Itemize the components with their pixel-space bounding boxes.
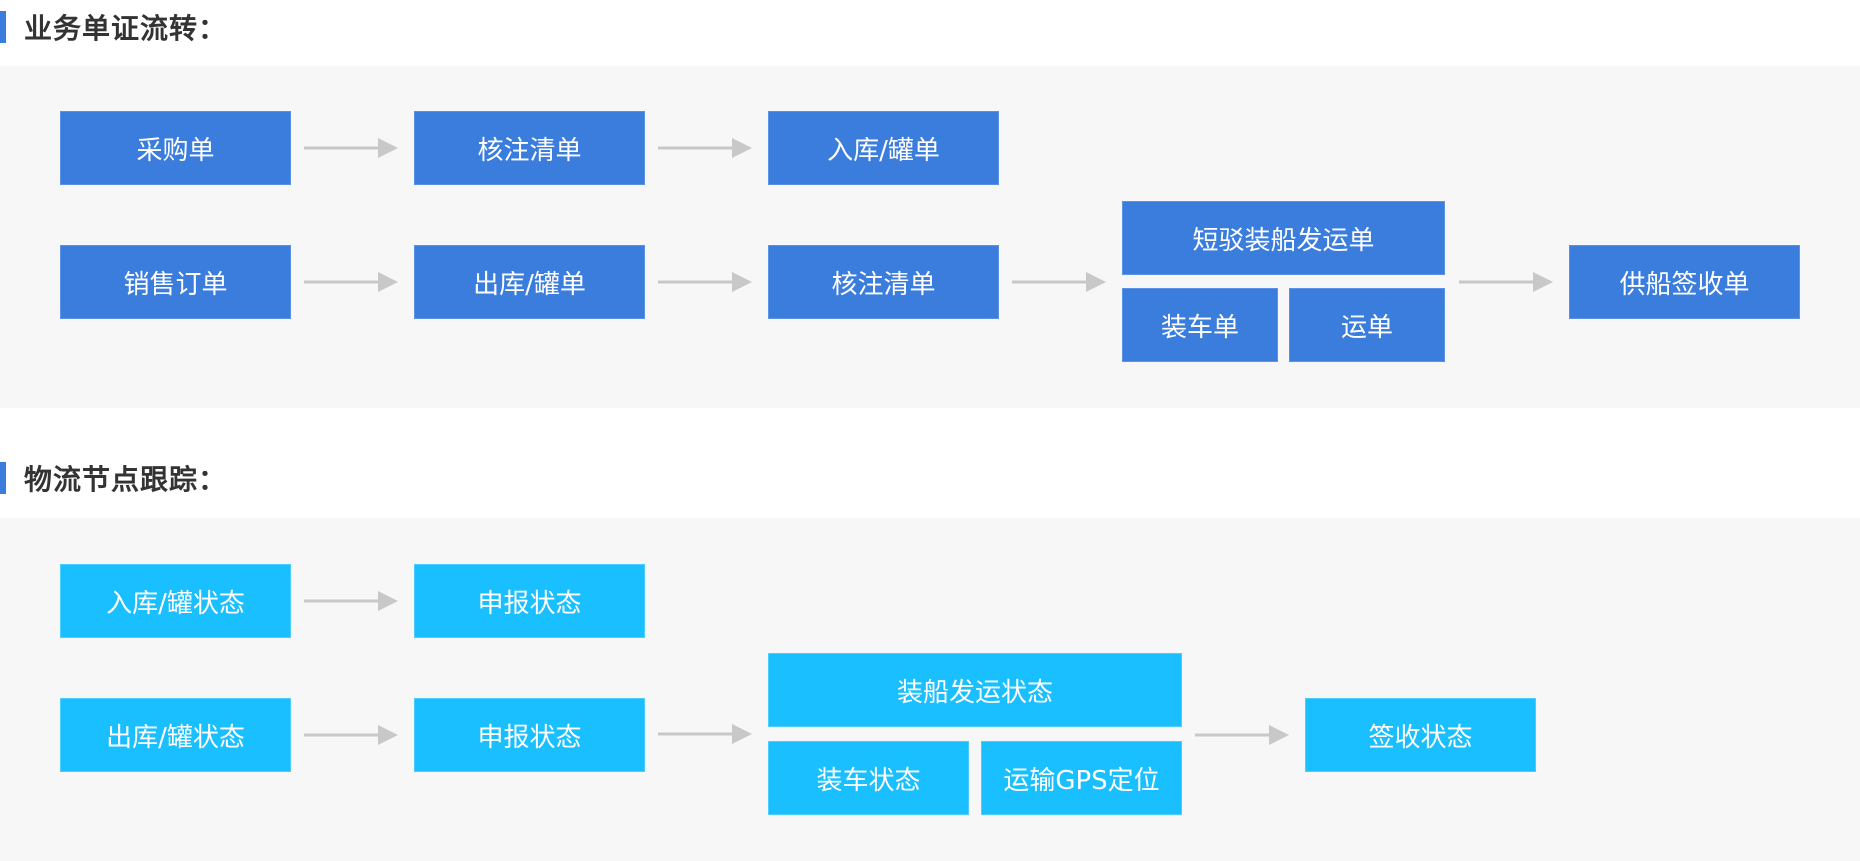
node-gps-tracking[interactable]: 运输GPS定位 xyxy=(981,741,1182,815)
node-outbound-tank-doc[interactable]: 出库/罐单 xyxy=(414,245,645,319)
node-inbound-tank-status[interactable]: 入库/罐状态 xyxy=(60,564,291,638)
arrow-right-icon xyxy=(1012,270,1107,294)
section-heading: 物流节点跟踪： xyxy=(24,463,228,496)
node-shipping-status[interactable]: 装船发运状态 xyxy=(768,653,1182,727)
node-ship-receipt[interactable]: 供船签收单 xyxy=(1569,245,1800,319)
node-truck-loading-doc[interactable]: 装车单 xyxy=(1122,288,1278,362)
arrow-right-icon xyxy=(658,722,753,746)
node-verification-list-2[interactable]: 核注清单 xyxy=(768,245,999,319)
documents-flow-panel: 采购单 核注清单 入库/罐单 销售订单 出库/罐单 核注清单 短驳装船发运单 装… xyxy=(0,66,1860,408)
node-verification-list[interactable]: 核注清单 xyxy=(414,111,645,185)
arrow-right-icon xyxy=(304,589,399,613)
arrow-right-icon xyxy=(1459,270,1554,294)
section-title-logistics: 物流节点跟踪： xyxy=(0,453,227,503)
arrow-right-icon xyxy=(658,270,753,294)
arrow-right-icon xyxy=(658,136,753,160)
arrow-right-icon xyxy=(1195,723,1290,747)
arrow-right-icon xyxy=(304,136,399,160)
arrow-right-icon xyxy=(304,270,399,294)
section-title-documents: 业务单证流转： xyxy=(0,2,227,52)
node-receipt-status[interactable]: 签收状态 xyxy=(1305,698,1536,772)
arrow-right-icon xyxy=(304,723,399,747)
section-heading: 业务单证流转： xyxy=(24,12,228,45)
node-purchase-order[interactable]: 采购单 xyxy=(60,111,291,185)
node-declaration-status-2[interactable]: 申报状态 xyxy=(414,698,645,772)
node-declaration-status[interactable]: 申报状态 xyxy=(414,564,645,638)
node-sales-order[interactable]: 销售订单 xyxy=(60,245,291,319)
section-accent-bar xyxy=(0,11,6,43)
section-accent-bar xyxy=(0,462,6,494)
node-barge-shipping-doc[interactable]: 短驳装船发运单 xyxy=(1122,201,1445,275)
node-waybill[interactable]: 运单 xyxy=(1289,288,1445,362)
logistics-tracking-panel: 入库/罐状态 申报状态 出库/罐状态 申报状态 装船发运状态 装车状态 运输GP… xyxy=(0,518,1860,861)
node-outbound-tank-status[interactable]: 出库/罐状态 xyxy=(60,698,291,772)
node-truck-loading-status[interactable]: 装车状态 xyxy=(768,741,969,815)
node-inbound-tank-doc[interactable]: 入库/罐单 xyxy=(768,111,999,185)
